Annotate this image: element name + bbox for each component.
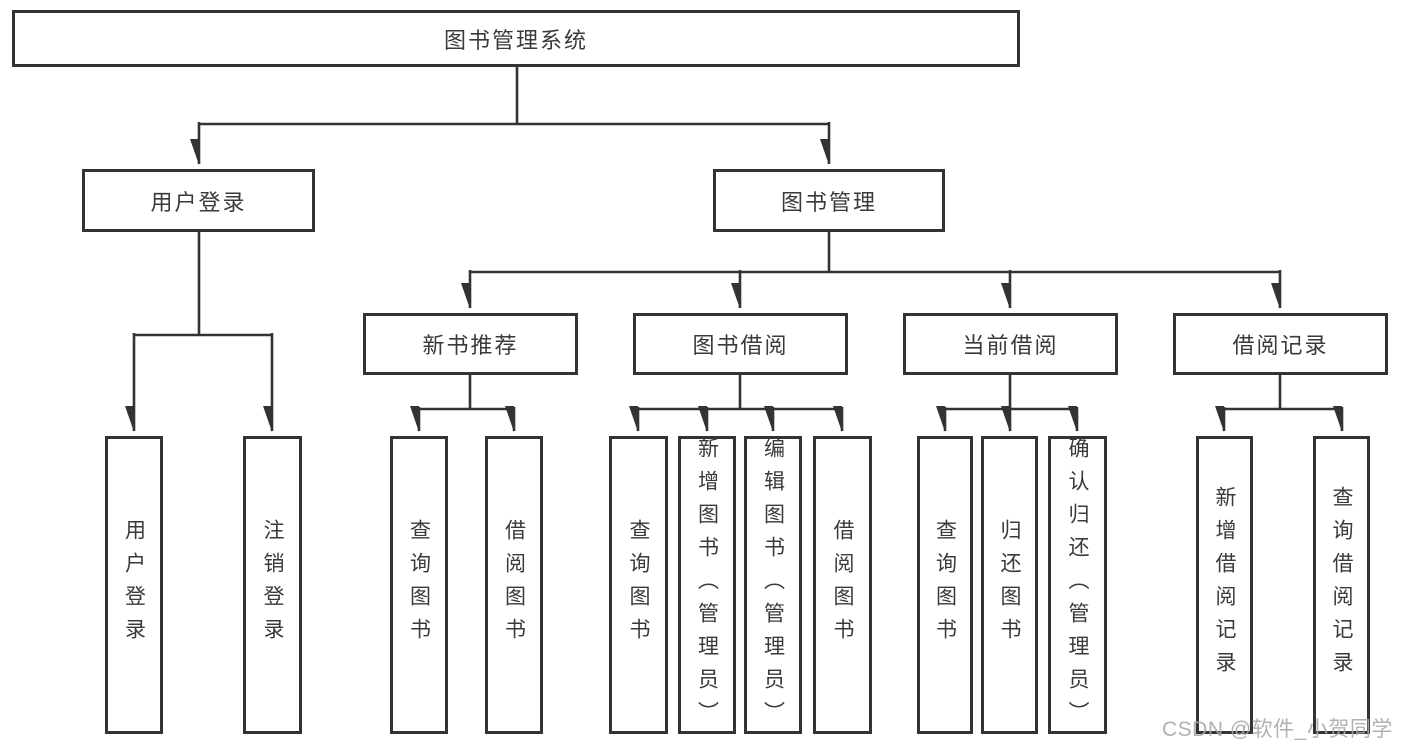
node-label: 借阅图书 [831, 519, 855, 651]
node-user-login: 用户登录 [82, 169, 315, 232]
node-borrow-book-1: 借阅图书 [485, 436, 543, 734]
node-label: 确认归还（管理员） [1066, 436, 1090, 734]
node-book-borrow: 图书借阅 [633, 313, 848, 375]
connector-new-book-children [419, 375, 516, 431]
node-query-book-1: 查询图书 [390, 436, 448, 734]
csdn-watermark: CSDN @软件_小贺同学 [1162, 718, 1393, 741]
node-label: 借阅图书 [502, 519, 526, 651]
node-label: 查询图书 [933, 519, 957, 651]
connector-user-login-children [134, 232, 274, 431]
node-label: 查询图书 [407, 519, 431, 651]
connector-record-children [1224, 375, 1344, 431]
node-new-book-recommend: 新书推荐 [363, 313, 578, 375]
node-query-book-2: 查询图书 [609, 436, 668, 734]
node-label: 用户登录 [122, 519, 146, 651]
connector-book-mgmt-to-level3 [470, 232, 1282, 308]
node-borrow-record: 借阅记录 [1173, 313, 1388, 375]
connector-current-borrow-children [945, 375, 1079, 431]
node-label: 注销登录 [261, 519, 285, 651]
node-return-book: 归还图书 [981, 436, 1038, 734]
node-current-borrow: 当前借阅 [903, 313, 1118, 375]
node-add-borrow-record: 新增借阅记录 [1196, 436, 1253, 734]
node-confirm-return-admin: 确认归还（管理员） [1048, 436, 1107, 734]
node-label: 查询借阅记录 [1330, 486, 1354, 684]
node-label: 新增图书（管理员） [695, 436, 719, 734]
node-borrow-book-2: 借阅图书 [813, 436, 872, 734]
node-user-login-leaf: 用户登录 [105, 436, 163, 734]
node-label: 编辑图书（管理员） [761, 436, 785, 734]
node-query-book-3: 查询图书 [917, 436, 973, 734]
node-label: 归还图书 [998, 519, 1022, 651]
connector-root-to-level2 [199, 67, 831, 164]
node-logout-leaf: 注销登录 [243, 436, 302, 734]
node-label: 查询图书 [627, 519, 651, 651]
node-edit-book-admin: 编辑图书（管理员） [744, 436, 802, 734]
node-label: 新增借阅记录 [1213, 486, 1237, 684]
node-add-book-admin: 新增图书（管理员） [678, 436, 736, 734]
node-query-borrow-record: 查询借阅记录 [1313, 436, 1370, 734]
node-root-system: 图书管理系统 [12, 10, 1020, 67]
connector-borrow-children [638, 375, 844, 431]
node-book-management: 图书管理 [713, 169, 945, 232]
